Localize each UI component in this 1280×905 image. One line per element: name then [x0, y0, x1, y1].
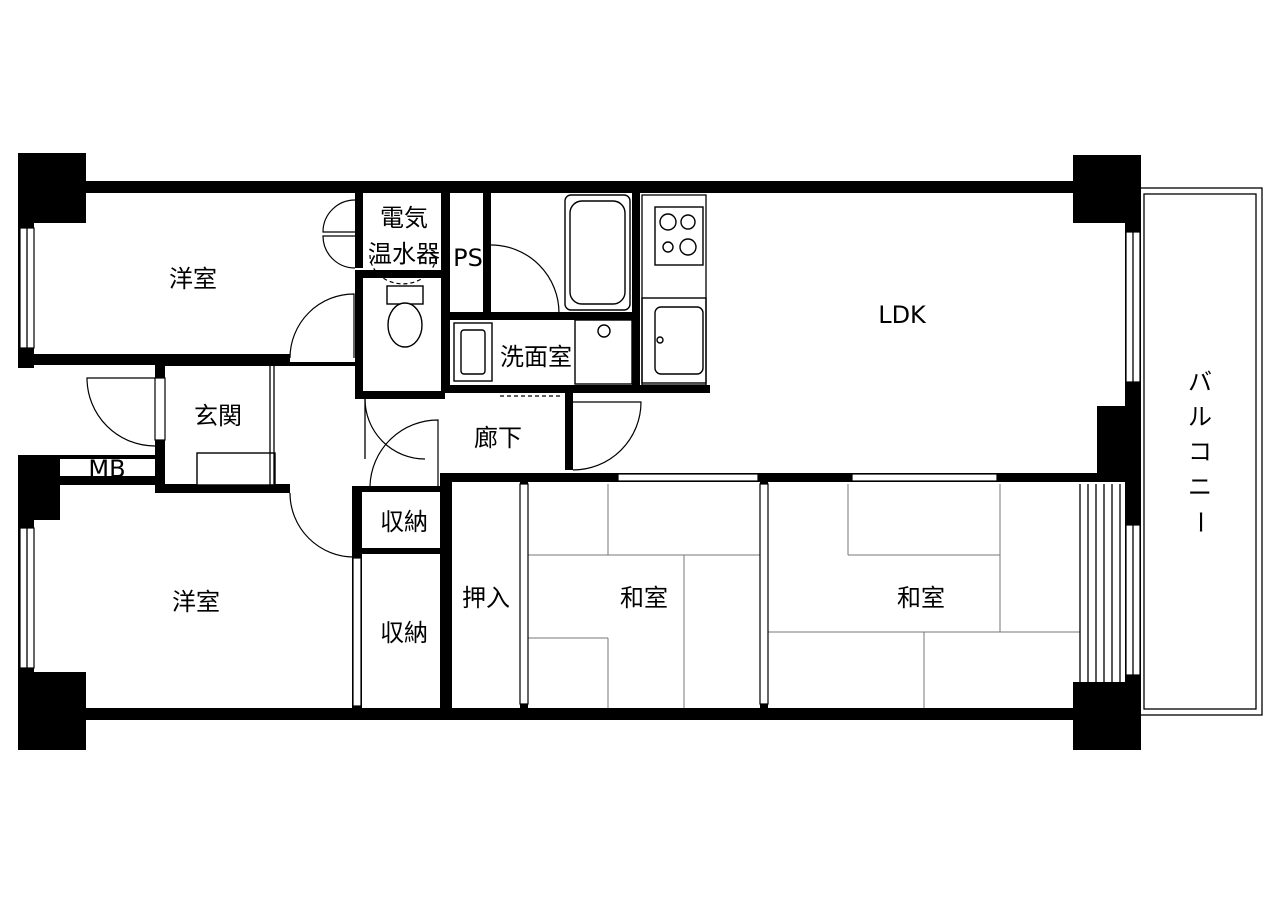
balcony-char-4: ニ	[1188, 473, 1212, 501]
kitchen-sink	[641, 297, 707, 384]
cooktop	[654, 206, 704, 266]
washbasin	[453, 322, 493, 382]
label-japanese-room-1: 和室	[620, 584, 668, 612]
label-washroom: 洗面室	[500, 343, 572, 371]
tatami-lines-room-1	[528, 484, 762, 708]
window-east-top	[1125, 231, 1141, 383]
window-west-bottom	[19, 527, 35, 669]
label-water-heater-line2: 温水器	[368, 240, 440, 268]
kitchen-counter	[641, 194, 707, 386]
entrance-step	[269, 364, 275, 486]
bathtub	[564, 194, 631, 311]
window-west-top	[19, 227, 35, 349]
toilet	[386, 285, 424, 348]
label-western-room-bottom: 洋室	[172, 588, 220, 616]
door-swings	[86, 199, 642, 558]
label-balcony: バ ル コ ニ ー	[1186, 368, 1214, 534]
label-pipe-space: PS	[453, 244, 483, 272]
balcony-char-2: ル	[1188, 403, 1212, 431]
label-storage-small: 収納	[380, 508, 428, 536]
label-japanese-room-2: 和室	[897, 584, 945, 612]
balcony-char-3: コ	[1188, 438, 1212, 466]
washing-machine	[574, 319, 633, 385]
balcony-char-5: ー	[1186, 510, 1214, 534]
label-oshiire: 押入	[462, 584, 510, 612]
label-entrance: 玄関	[194, 402, 242, 430]
window-east-bottom	[1125, 524, 1141, 676]
tatami-lines-room-2	[768, 484, 1080, 708]
label-hallway: 廊下	[474, 424, 522, 452]
label-ldk: LDK	[878, 301, 927, 329]
label-storage-large: 収納	[380, 619, 428, 647]
label-water-heater-line1: 電気	[380, 204, 428, 232]
sliding-doors	[154, 377, 998, 707]
engawa-boards	[1079, 484, 1121, 708]
label-western-room-top: 洋室	[169, 265, 217, 293]
shoe-cabinet	[196, 452, 276, 486]
washroom-dashed-threshold	[500, 389, 560, 397]
water-heater-circle	[369, 254, 437, 285]
balcony-char-1: バ	[1188, 368, 1212, 396]
label-meter-box: MB	[88, 455, 125, 483]
